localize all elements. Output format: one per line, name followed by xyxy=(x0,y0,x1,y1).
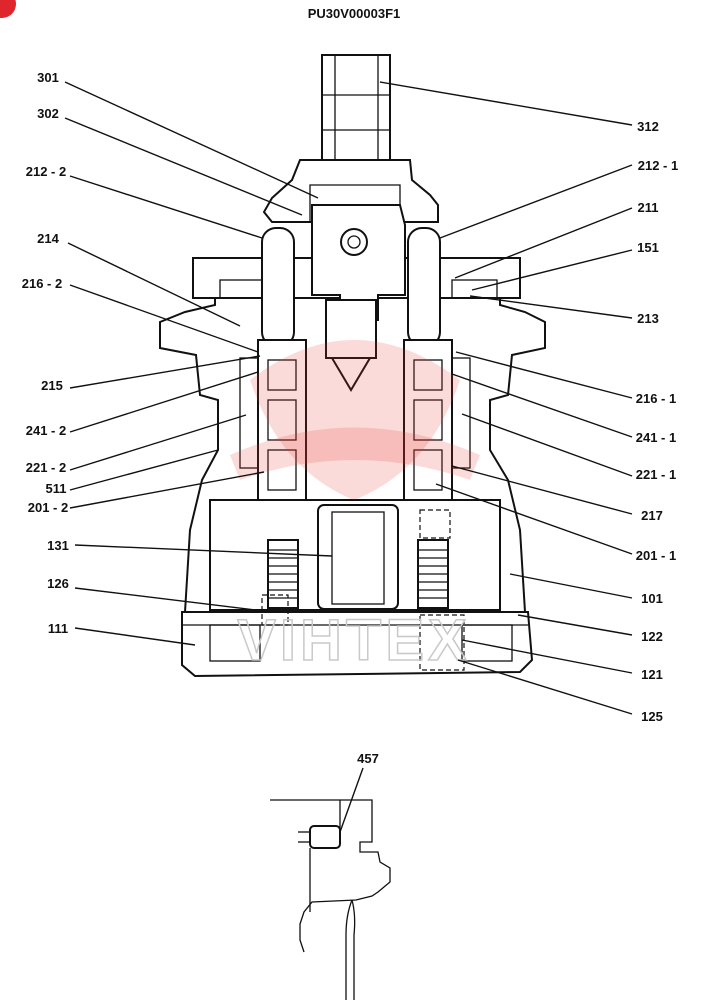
callout-216-1: 216 - 1 xyxy=(636,391,676,406)
callout-221-2: 221 - 2 xyxy=(26,460,66,475)
callout-215: 215 xyxy=(41,378,63,393)
callout-111: 111 xyxy=(48,621,68,636)
callout-212-2: 212 - 2 xyxy=(26,164,66,179)
callout-131: 131 xyxy=(47,538,69,553)
piston-left xyxy=(261,227,295,347)
callout-212-1: 212 - 1 xyxy=(638,158,678,173)
callout-211: 211 xyxy=(638,200,659,215)
pivot-pin xyxy=(340,228,368,256)
watermark-text: VIHTEX xyxy=(237,608,471,673)
callout-213: 213 xyxy=(637,311,659,326)
callout-201-2: 201 - 2 xyxy=(28,500,68,515)
callout-241-1: 241 - 1 xyxy=(636,430,676,445)
corner-badge-icon xyxy=(0,0,16,18)
seal-ring xyxy=(309,825,341,849)
callout-101: 101 xyxy=(641,591,663,606)
callout-241-2: 241 - 2 xyxy=(26,423,66,438)
callout-457: 457 xyxy=(357,751,379,766)
callout-201-1: 201 - 1 xyxy=(636,548,676,563)
callout-126: 126 xyxy=(47,576,69,591)
callout-511: 511 xyxy=(46,481,67,496)
callout-122: 122 xyxy=(641,629,663,644)
callout-121: 121 xyxy=(641,667,663,682)
callout-151: 151 xyxy=(637,240,659,255)
callout-214: 214 xyxy=(37,231,59,246)
drawing-code: PU30V00003F1 xyxy=(308,6,401,21)
right-cylinder xyxy=(403,339,453,501)
yoke-center xyxy=(311,204,406,321)
leader-lines xyxy=(64,81,633,833)
callout-217: 217 xyxy=(641,508,663,523)
center-bore xyxy=(317,504,399,610)
central-spool xyxy=(325,299,377,359)
watermark: VIHTEX xyxy=(230,340,480,674)
spring-right xyxy=(417,539,449,609)
callout-302: 302 xyxy=(37,106,59,121)
callout-221-1: 221 - 1 xyxy=(636,467,676,482)
piston-right xyxy=(407,227,441,347)
pump-assembly xyxy=(159,54,546,678)
detail-view-457 xyxy=(270,799,391,1000)
callout-301: 301 xyxy=(37,70,59,85)
base-cover xyxy=(181,611,534,678)
callout-125: 125 xyxy=(641,709,663,724)
callout-312: 312 xyxy=(637,119,659,134)
spring-left xyxy=(267,539,299,609)
callout-labels: 301 302 312 212 - 2 212 - 1 211 214 151 … xyxy=(22,70,678,766)
spool-tip xyxy=(330,357,372,392)
callout-216-2: 216 - 2 xyxy=(22,276,62,291)
